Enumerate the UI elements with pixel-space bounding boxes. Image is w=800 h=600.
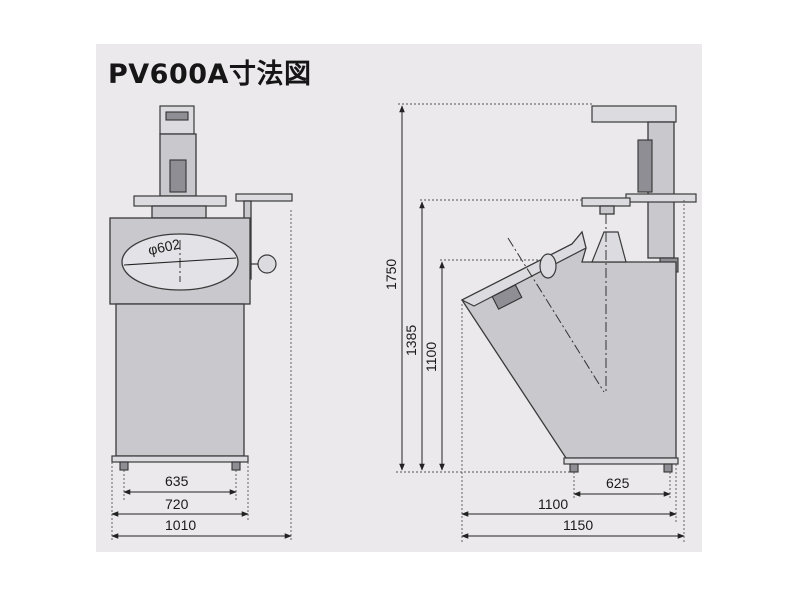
diameter-label: φ602 — [147, 236, 182, 258]
front-platform — [133, 195, 227, 207]
dim-625: 625 — [606, 475, 630, 491]
front-side-arm — [235, 193, 293, 202]
side-top-arm — [591, 105, 677, 123]
dim-635: 635 — [165, 473, 189, 489]
dim-1100-width: 1100 — [538, 496, 568, 512]
front-view: φ602 635 720 1010 — [109, 105, 293, 542]
front-column-slot — [169, 159, 187, 193]
side-foot-left — [569, 463, 579, 473]
front-platform-base — [151, 205, 207, 219]
side-handwheel — [539, 253, 557, 279]
side-view: 1750 1385 1100 625 1100 1150 — [383, 103, 697, 542]
side-main-body — [461, 230, 677, 459]
front-handwheel — [257, 254, 277, 274]
side-probe — [599, 205, 615, 215]
side-foot-right — [663, 463, 673, 473]
front-lower-cabinet — [115, 303, 245, 457]
side-panel-window — [491, 284, 523, 310]
drawing-title: PV600A寸法図 — [108, 59, 312, 90]
dim-1010: 1010 — [165, 517, 196, 533]
dim-720: 720 — [165, 496, 189, 512]
dim-1150: 1150 — [563, 517, 593, 533]
side-base-plate — [563, 457, 679, 465]
front-foot-right — [231, 461, 241, 471]
dim-1100-height: 1100 — [423, 342, 439, 372]
side-probe-arm — [581, 197, 631, 207]
dim-1750: 1750 — [383, 259, 399, 290]
side-spindle-cone — [591, 231, 627, 263]
side-slant-top — [460, 230, 587, 307]
front-base-plate — [111, 455, 249, 463]
dim-1385: 1385 — [403, 325, 419, 356]
front-head-window — [165, 111, 189, 121]
side-platform — [625, 193, 697, 203]
front-foot-left — [119, 461, 129, 471]
side-column-slot — [637, 139, 653, 193]
